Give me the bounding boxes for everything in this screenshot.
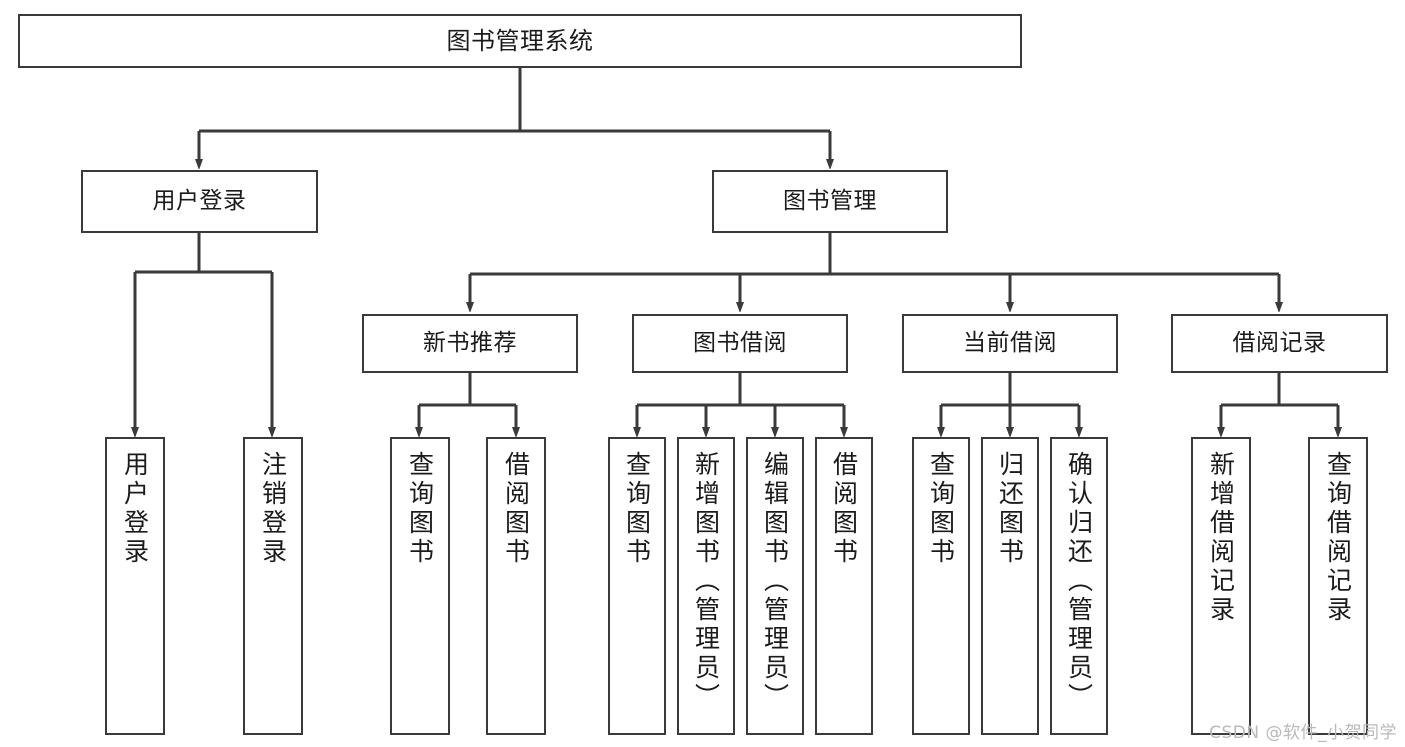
node-new-book-recommend-label: 新书推荐 xyxy=(423,329,517,356)
node-leaf-borrow-book-2[interactable]: 借阅图书 xyxy=(815,437,873,735)
node-leaf-query-book-2-label: 查询图书 xyxy=(622,451,652,567)
node-leaf-edit-book-label: 编辑图书（管理员） xyxy=(760,451,790,712)
node-current-borrow[interactable]: 当前借阅 xyxy=(902,314,1118,373)
node-leaf-logout-login-label: 注销登录 xyxy=(258,451,288,567)
node-leaf-add-record[interactable]: 新增借阅记录 xyxy=(1191,437,1251,735)
node-book-manage[interactable]: 图书管理 xyxy=(712,170,948,233)
node-leaf-query-book-3[interactable]: 查询图书 xyxy=(912,437,970,735)
node-leaf-query-record[interactable]: 查询借阅记录 xyxy=(1308,437,1368,735)
node-leaf-user-login-label: 用户登录 xyxy=(120,451,150,567)
node-leaf-query-record-label: 查询借阅记录 xyxy=(1323,451,1353,625)
node-leaf-borrow-book-1-label: 借阅图书 xyxy=(501,451,531,567)
node-new-book-recommend[interactable]: 新书推荐 xyxy=(362,314,578,373)
node-leaf-query-book-3-label: 查询图书 xyxy=(926,451,956,567)
node-leaf-return-book-label: 归还图书 xyxy=(995,451,1025,567)
node-leaf-return-book[interactable]: 归还图书 xyxy=(981,437,1039,735)
node-current-borrow-label: 当前借阅 xyxy=(963,329,1057,356)
node-leaf-borrow-book-2-label: 借阅图书 xyxy=(829,451,859,567)
node-book-manage-label: 图书管理 xyxy=(783,187,877,214)
node-user-login[interactable]: 用户登录 xyxy=(81,170,318,233)
node-root-label: 图书管理系统 xyxy=(446,26,594,55)
node-leaf-query-book-1-label: 查询图书 xyxy=(405,451,435,567)
node-leaf-edit-book[interactable]: 编辑图书（管理员） xyxy=(746,437,804,735)
node-leaf-add-book[interactable]: 新增图书（管理员） xyxy=(677,437,735,735)
node-leaf-borrow-book-1[interactable]: 借阅图书 xyxy=(486,437,546,735)
node-leaf-add-record-label: 新增借阅记录 xyxy=(1206,451,1236,625)
node-user-login-label: 用户登录 xyxy=(152,187,247,214)
node-leaf-add-book-label: 新增图书（管理员） xyxy=(691,451,721,712)
node-book-borrow-label: 图书借阅 xyxy=(693,329,787,356)
node-borrow-record-label: 借阅记录 xyxy=(1232,329,1327,356)
node-leaf-confirm-return-label: 确认归还（管理员） xyxy=(1064,451,1094,712)
node-borrow-record[interactable]: 借阅记录 xyxy=(1171,314,1388,373)
node-leaf-logout-login[interactable]: 注销登录 xyxy=(243,437,303,735)
node-leaf-user-login[interactable]: 用户登录 xyxy=(105,437,165,735)
node-leaf-confirm-return[interactable]: 确认归还（管理员） xyxy=(1050,437,1108,735)
watermark-text: CSDN @软件_小贺同学 xyxy=(1209,723,1397,743)
node-root[interactable]: 图书管理系统 xyxy=(18,14,1022,68)
node-leaf-query-book-1[interactable]: 查询图书 xyxy=(390,437,450,735)
node-leaf-query-book-2[interactable]: 查询图书 xyxy=(608,437,666,735)
node-book-borrow[interactable]: 图书借阅 xyxy=(632,314,848,373)
